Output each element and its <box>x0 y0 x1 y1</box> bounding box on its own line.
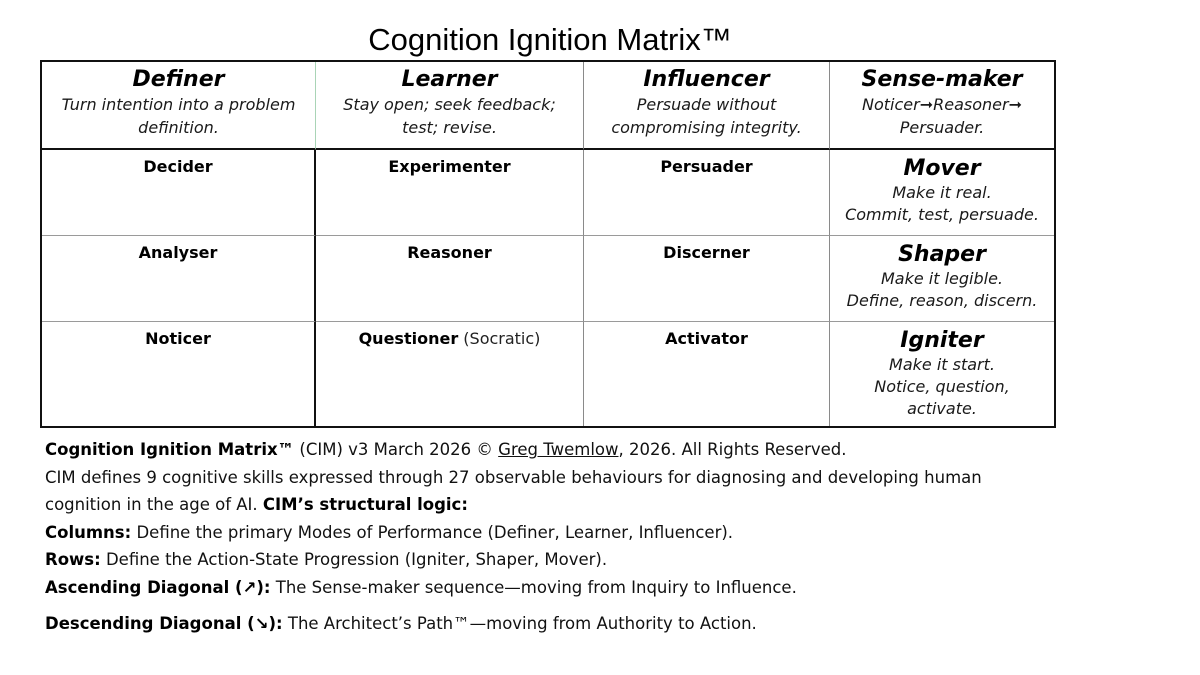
definition-text: cognition in the age of AI. <box>45 495 263 514</box>
columns-note: Columns: Define the primary Modes of Per… <box>45 519 1065 547</box>
page-title: Cognition Ignition Matrix™ <box>368 22 732 57</box>
skill-cell-discerner: Discerner <box>584 236 830 322</box>
description-line: Define, reason, discern. <box>846 291 1038 310</box>
column-title: Influencer <box>643 67 770 92</box>
descending-diagonal-note: Descending Diagonal (↘): The Architect’s… <box>45 610 1065 638</box>
skill-name: Questioner (Socratic) <box>316 326 583 350</box>
column-description: Stay open; seek feedback; test; revise. <box>316 93 583 139</box>
column-title: Learner <box>401 67 498 92</box>
skill-name: Discerner <box>663 243 750 262</box>
state-cell-igniter: Igniter Make it start. Notice, question,… <box>830 322 1054 426</box>
skill-name: Activator <box>665 329 748 348</box>
header-definer: Definer Turn intention into a problem de… <box>42 62 316 150</box>
skill-cell-reasoner: Reasoner <box>316 236 584 322</box>
structural-logic-label: CIM’s structural logic: <box>262 495 468 514</box>
header-learner: Learner Stay open; seek feedback; test; … <box>316 62 584 150</box>
skill-cell-experimenter: Experimenter <box>316 150 584 236</box>
column-description: Noticer➞Reasoner➞ Persuader. <box>830 93 1054 139</box>
skill-name: Experimenter <box>388 157 511 176</box>
column-description: Persuade without compromising integrity. <box>584 93 829 139</box>
descending-label: Descending Diagonal (↘): <box>45 614 283 633</box>
description-line: test; revise. <box>402 118 497 137</box>
skill-cell-persuader: Persuader <box>584 150 830 236</box>
columns-text: Define the primary Modes of Performance … <box>131 522 734 542</box>
ascending-diagonal-note: Ascending Diagonal (↗): The Sense-maker … <box>45 574 1065 602</box>
skill-name-text: Questioner <box>358 329 459 348</box>
definition-line-2: cognition in the age of AI. CIM’s struct… <box>45 491 1065 519</box>
skill-name: Reasoner <box>407 243 492 262</box>
definition-line-1: CIM defines 9 cognitive skills expressed… <box>45 467 982 487</box>
copyright-bold: Cognition Ignition Matrix™ <box>45 440 295 459</box>
copyright-suffix: , 2026. All Rights Reserved. <box>618 440 847 459</box>
description-line: Make it legible. <box>880 269 1004 288</box>
rows-note: Rows: Define the Action-State Progressio… <box>45 546 1065 574</box>
description-line: definition. <box>138 118 219 137</box>
skill-name: Persuader <box>660 157 753 176</box>
state-title: Mover <box>903 156 981 181</box>
descending-text: The Architect’s Path™—moving from Author… <box>282 614 757 633</box>
column-title: Definer <box>132 67 225 92</box>
column-description: Turn intention into a problem definition… <box>42 93 315 139</box>
skill-name: Analyser <box>138 243 218 262</box>
description-line: Make it real. <box>892 183 992 202</box>
state-cell-mover: Mover Make it real. Commit, test, persua… <box>830 150 1054 236</box>
description-line: Stay open; seek feedback; <box>343 95 556 114</box>
description-line: Persuade without <box>636 95 777 114</box>
skill-note: (Socratic) <box>458 329 541 348</box>
description-line: Notice, question, <box>874 377 1010 396</box>
ascending-label: Ascending Diagonal (↗): <box>45 577 271 597</box>
rows-label: Rows: <box>45 550 101 569</box>
description-line: compromising integrity. <box>611 118 802 137</box>
description-line: Noticer➞Reasoner➞ <box>862 95 1022 114</box>
description-line: activate. <box>907 399 977 418</box>
state-title: Igniter <box>900 328 984 353</box>
skill-name: Decider <box>143 157 213 176</box>
rows-text: Define the Action-State Progression (Ign… <box>100 550 608 569</box>
description-line: Turn intention into a problem <box>61 95 296 114</box>
matrix-notes: Cognition Ignition Matrix™ (CIM) v3 Marc… <box>45 436 1065 638</box>
description-line: Persuader. <box>899 118 985 137</box>
column-title: Sense-maker <box>861 67 1023 92</box>
ascending-text: The Sense-maker sequence—moving from Inq… <box>270 577 797 597</box>
state-title: Shaper <box>898 242 986 267</box>
state-cell-shaper: Shaper Make it legible. Define, reason, … <box>830 236 1054 322</box>
header-sense-maker: Sense-maker Noticer➞Reasoner➞ Persuader. <box>830 62 1054 150</box>
skill-cell-questioner: Questioner (Socratic) <box>316 322 584 426</box>
description-line: Make it start. <box>889 355 995 374</box>
copyright-text: (CIM) v3 March 2026 © <box>294 440 499 459</box>
skill-cell-decider: Decider <box>42 150 316 236</box>
state-description: Make it real. Commit, test, persuade. <box>830 182 1054 226</box>
author-link[interactable]: Greg Twemlow <box>498 440 619 459</box>
cognition-matrix-table: Definer Turn intention into a problem de… <box>40 60 1056 428</box>
columns-label: Columns: <box>45 522 132 542</box>
description-line: Commit, test, persuade. <box>845 205 1039 224</box>
skill-cell-activator: Activator <box>584 322 830 426</box>
skill-cell-noticer: Noticer <box>42 322 316 426</box>
state-description: Make it legible. Define, reason, discern… <box>830 268 1054 312</box>
skill-name: Noticer <box>145 329 211 348</box>
header-influencer: Influencer Persuade without compromising… <box>584 62 830 150</box>
skill-cell-analyser: Analyser <box>42 236 316 322</box>
copyright-line: Cognition Ignition Matrix™ (CIM) v3 Marc… <box>45 436 1065 464</box>
state-description: Make it start. Notice, question, activat… <box>830 354 1054 420</box>
